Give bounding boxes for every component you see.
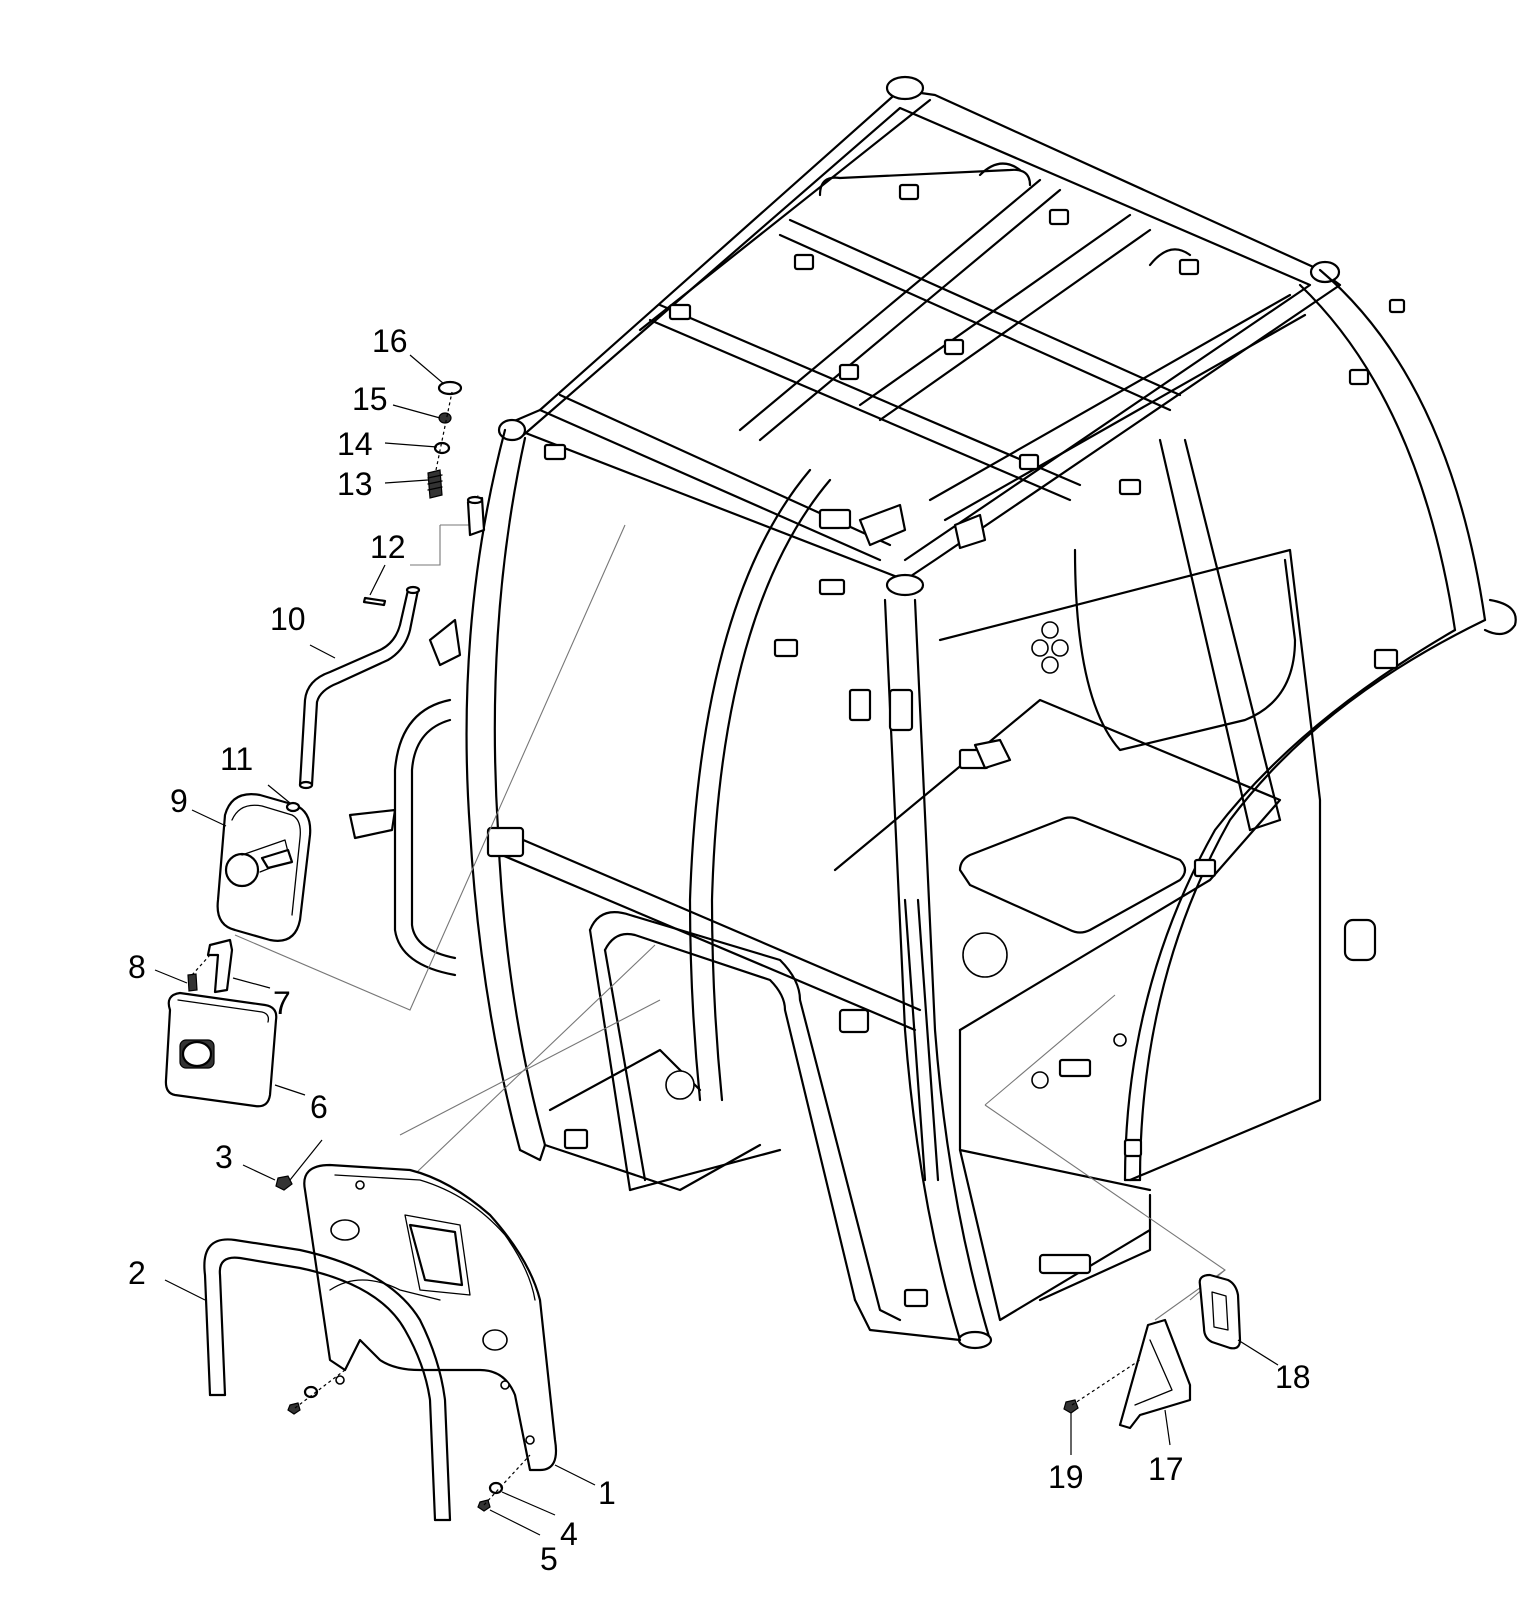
callout-1: 1 (598, 1475, 616, 1511)
callout-19: 19 (1048, 1459, 1084, 1495)
callout-16: 16 (372, 323, 408, 359)
interior-mirror (164, 991, 278, 1108)
callout-14: 14 (337, 426, 373, 462)
callout-labels: 1 2 3 4 5 6 7 8 9 10 11 12 13 14 15 16 1… (128, 323, 1311, 1577)
o-ring-11 (285, 801, 301, 813)
callout-15: 15 (352, 381, 388, 417)
callout-13: 13 (337, 466, 373, 502)
screw-8 (187, 954, 211, 992)
pin-12 (362, 596, 387, 607)
exterior-mirror (216, 793, 312, 942)
callout-12: 12 (370, 529, 406, 565)
callout-4: 4 (560, 1516, 578, 1552)
callout-8: 8 (128, 949, 146, 985)
bolt-19 (1063, 1359, 1141, 1414)
callout-18: 18 (1275, 1359, 1311, 1395)
callout-7: 7 (273, 985, 291, 1021)
callout-11: 11 (220, 741, 253, 777)
callout-6: 6 (310, 1089, 328, 1125)
cab-frame (348, 75, 1517, 1350)
bolt-3 (275, 1139, 323, 1191)
callout-10: 10 (270, 601, 306, 637)
callout-3: 3 (215, 1139, 233, 1175)
washer-nut-4-5 (287, 1369, 531, 1512)
callout-5: 5 (540, 1541, 558, 1577)
door-plate (303, 1163, 558, 1472)
spring-stack (427, 380, 486, 537)
gusset-plate (1118, 1318, 1192, 1430)
mirror-bracket (206, 938, 234, 994)
callout-17: 17 (1148, 1451, 1184, 1487)
callout-9: 9 (170, 783, 188, 819)
tube-handle (203, 1238, 452, 1522)
grommet-18 (1198, 1273, 1242, 1350)
callout-2: 2 (128, 1255, 146, 1291)
mirror-arm (298, 585, 421, 790)
leader-lines (154, 354, 1279, 1536)
